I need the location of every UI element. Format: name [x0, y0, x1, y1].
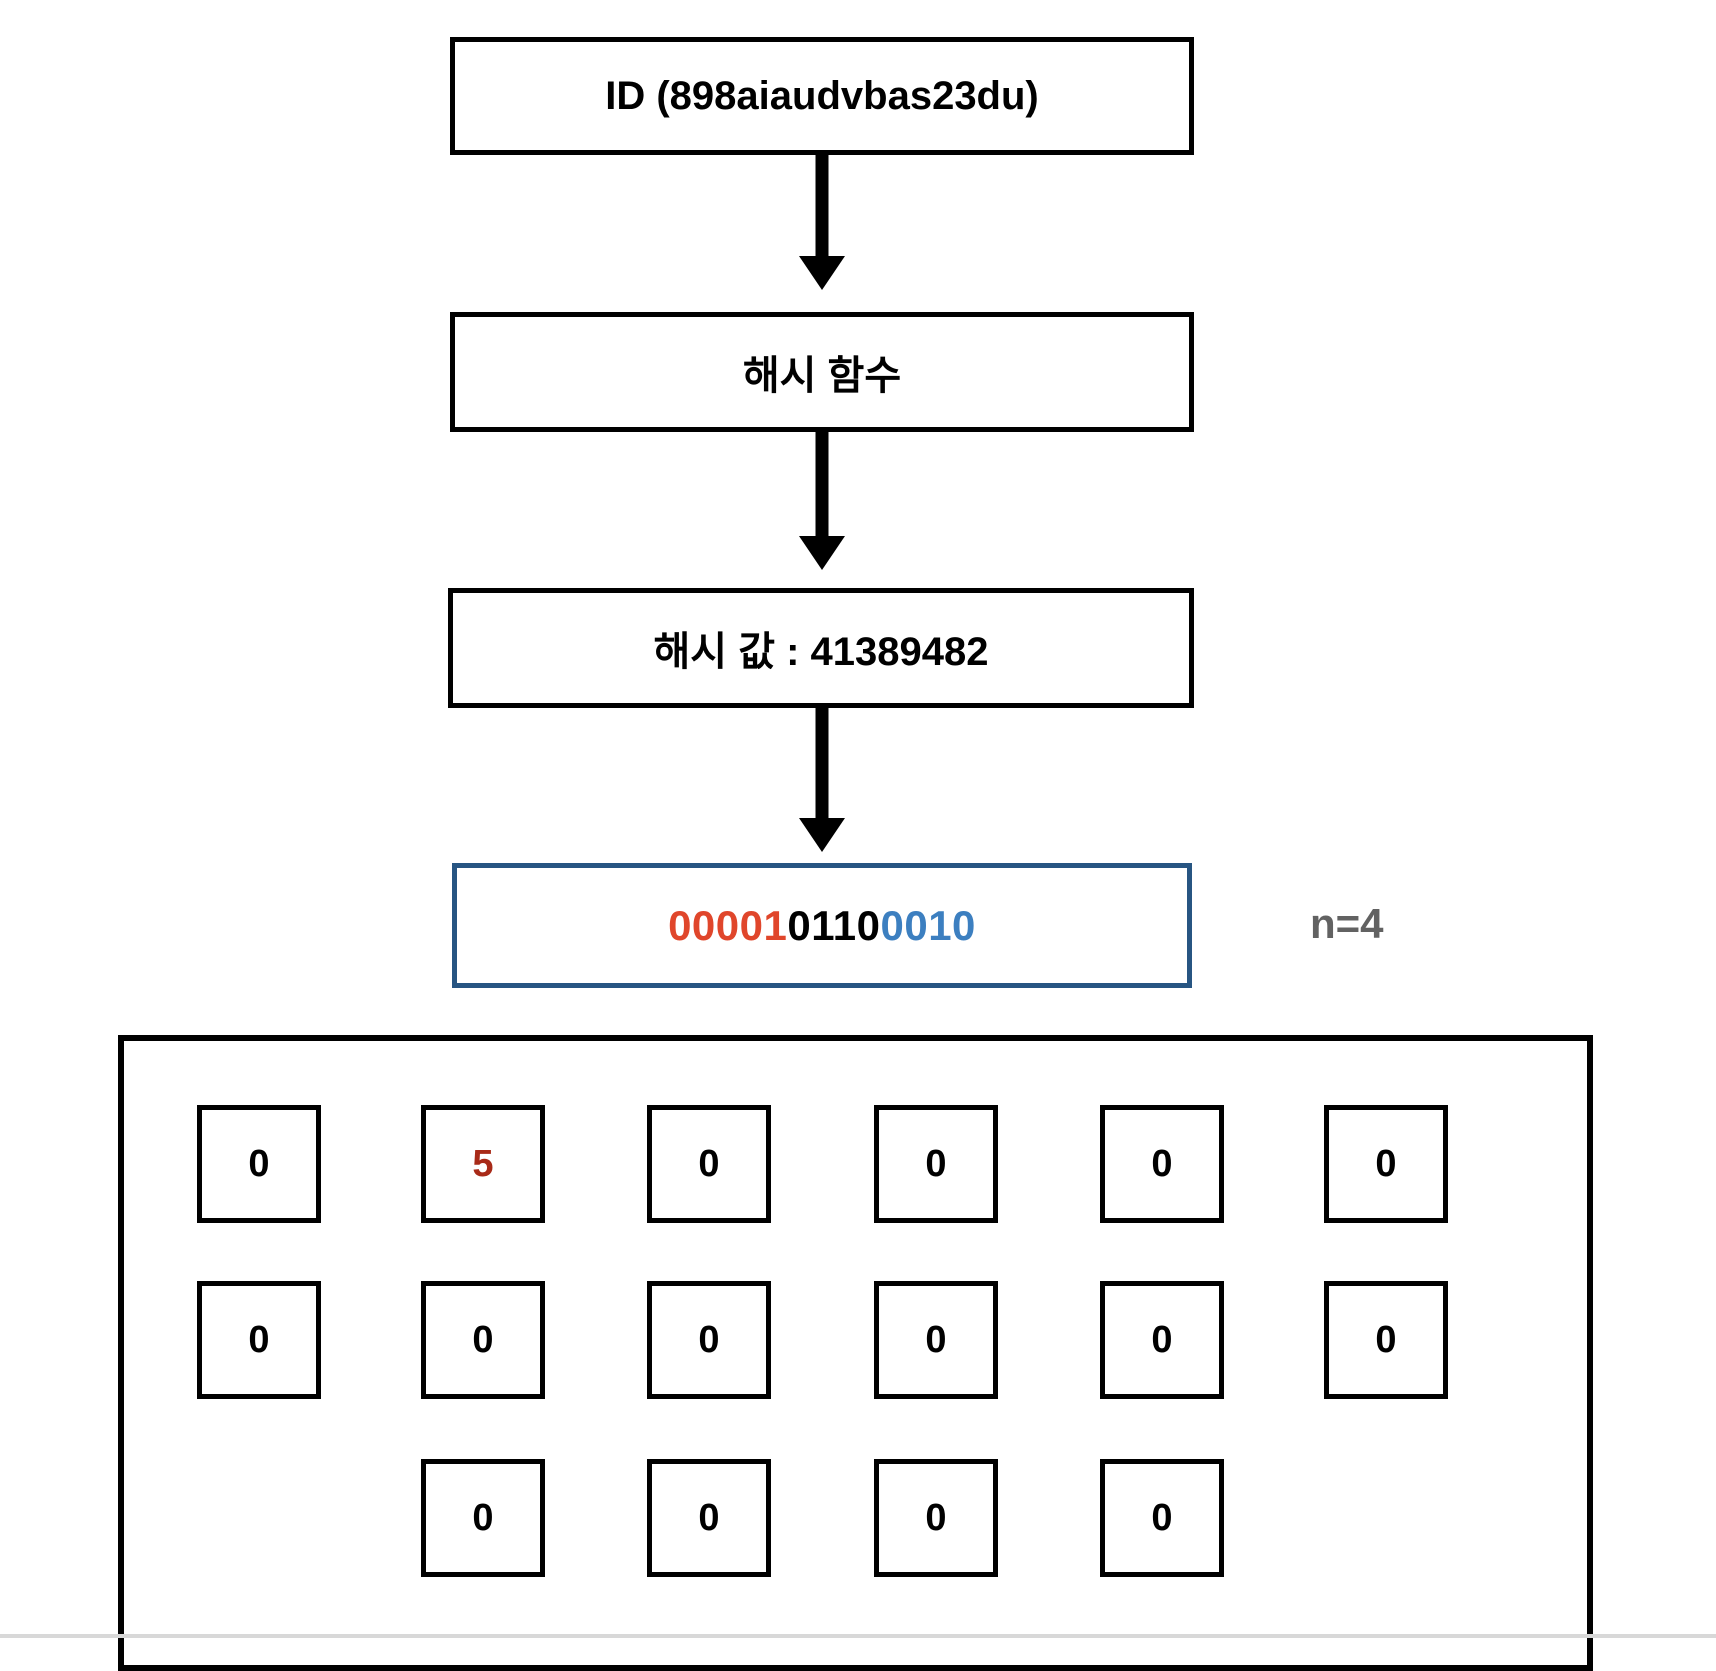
- bucket-cell: 0: [1324, 1281, 1448, 1399]
- bucket-row: 0 0 0 0: [124, 1459, 1587, 1579]
- bucket-cell: 5: [421, 1105, 545, 1223]
- binary-segment-black: 0110: [787, 901, 881, 949]
- bucket-cell-value: 0: [1151, 1497, 1173, 1539]
- bucket-row: 0 5 0 0 0 0: [124, 1105, 1587, 1225]
- bucket-cell: 0: [197, 1281, 321, 1399]
- bucket-cell-value: 0: [698, 1497, 720, 1539]
- bucket-cell: 0: [874, 1459, 998, 1577]
- bucket-cell-value: 0: [925, 1143, 947, 1185]
- bucket-cell: 0: [197, 1105, 321, 1223]
- bucket-cell-value: 0: [925, 1497, 947, 1539]
- bottom-divider: [0, 1634, 1716, 1638]
- bucket-cell: 0: [421, 1459, 545, 1577]
- bucket-cell-value: 0: [1151, 1319, 1173, 1361]
- bucket-array-container: 0 5 0 0 0 0: [118, 1035, 1593, 1671]
- hash-function-box: 해시 함수: [450, 312, 1194, 432]
- bucket-row: 0 0 0 0 0 0: [124, 1281, 1587, 1401]
- bucket-cell: 0: [647, 1459, 771, 1577]
- bucket-cell-value: 0: [698, 1143, 720, 1185]
- id-box: ID (898aiaudvbas23du): [450, 37, 1194, 155]
- hash-value-box-label: 해시 값 : 41389482: [653, 630, 989, 674]
- bucket-cell-value: 0: [925, 1319, 947, 1361]
- bucket-cell: 0: [1324, 1105, 1448, 1223]
- bucket-cell-value: 0: [1375, 1143, 1397, 1185]
- binary-box: 0000101100010: [452, 863, 1192, 988]
- binary-segment-red: 00001: [668, 901, 788, 949]
- bucket-cell-value: 0: [1375, 1319, 1397, 1361]
- bucket-cell-value: 0: [248, 1319, 270, 1361]
- n-value-label: n=4: [1310, 900, 1384, 947]
- bucket-cell: 0: [421, 1281, 545, 1399]
- bucket-cell: 0: [647, 1105, 771, 1223]
- bucket-cell-value: 0: [472, 1497, 494, 1539]
- bucket-cell-value: 0: [1151, 1143, 1173, 1185]
- hash-value-box: 해시 값 : 41389482: [448, 588, 1194, 708]
- binary-string: 0000101100010: [668, 902, 976, 950]
- bucket-cell: 0: [874, 1281, 998, 1399]
- bucket-grid: 0 5 0 0 0 0: [124, 1041, 1587, 1665]
- bucket-cell-value: 0: [472, 1319, 494, 1361]
- bucket-cell: 0: [1100, 1105, 1224, 1223]
- bucket-cell: 0: [1100, 1281, 1224, 1399]
- bucket-cell: 0: [647, 1281, 771, 1399]
- id-box-label: ID (898aiaudvbas23du): [605, 73, 1039, 118]
- bucket-cell-value: 0: [248, 1143, 270, 1185]
- bucket-cell: 0: [1100, 1459, 1224, 1577]
- bucket-cell: 0: [874, 1105, 998, 1223]
- binary-segment-blue: 0010: [880, 901, 976, 949]
- hash-function-box-label: 해시 함수: [742, 354, 902, 398]
- bucket-cell-value: 0: [698, 1319, 720, 1361]
- bucket-cell-value: 5: [472, 1143, 494, 1185]
